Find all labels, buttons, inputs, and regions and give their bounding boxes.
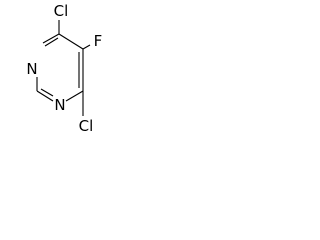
molecule-canvas: Cl F N N Cl xyxy=(0,0,122,138)
structure-diagram: Cl F N N Cl xyxy=(26,2,103,135)
atom-label-cl-top: Cl xyxy=(54,2,69,20)
bond-c4-c5 xyxy=(58,33,84,50)
bond-c6-n1 xyxy=(65,90,84,102)
atom-label-f: F xyxy=(94,32,103,50)
atom-label-cl-bottom: Cl xyxy=(79,117,94,135)
atom-label-n-bottom: N xyxy=(54,96,65,114)
atom-label-n-left: N xyxy=(26,60,37,78)
bond-n1-c2-inner xyxy=(40,88,54,97)
bond-n1-c2 xyxy=(36,90,54,102)
bond-c4-n3-inner xyxy=(44,37,59,47)
bond-n3-c4 xyxy=(42,33,60,44)
bond-c5-f xyxy=(82,44,91,50)
